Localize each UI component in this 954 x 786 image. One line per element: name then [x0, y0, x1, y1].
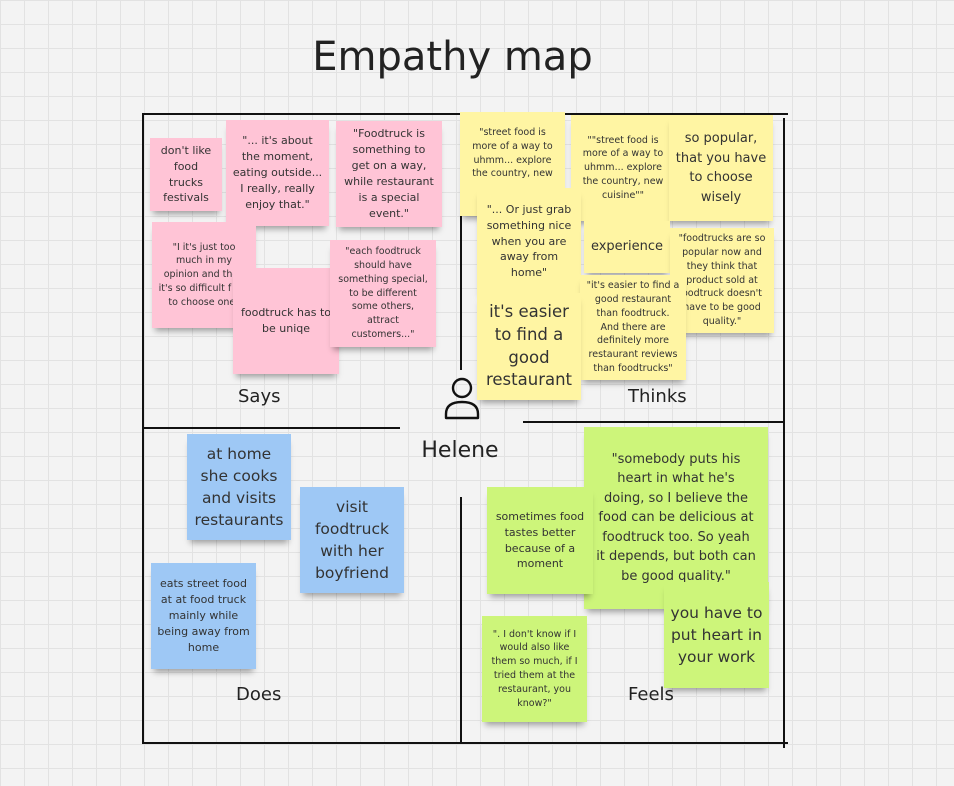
sticky-note-text: "... it's about the moment, eating outsi… [232, 134, 323, 211]
sticky-note-thinks[interactable]: ""street food is more of a way to uhmm..… [571, 115, 675, 221]
quadrant-label-thinks: Thinks [628, 386, 687, 407]
divider-horizontal-left [142, 427, 400, 429]
sticky-note-text: ""street food is more of a way to uhmm..… [582, 134, 664, 201]
quadrant-label-says: Says [238, 386, 281, 407]
sticky-note-text: foodtruck has to be uniqe [240, 306, 332, 335]
sticky-note-thinks[interactable]: "it's easier to find a good restaurant t… [580, 275, 686, 380]
sticky-note-text: visit foodtruck with her boyfriend [314, 498, 390, 582]
sticky-note-text: "somebody puts his heart in what he's do… [596, 451, 756, 584]
sticky-note-text: don't like food trucks festivals [160, 143, 212, 205]
sticky-note-thinks[interactable]: "... Or just grab something nice when yo… [477, 188, 581, 295]
sticky-note-says[interactable]: "each foodtruck should have something sp… [330, 240, 436, 347]
quadrant-label-does: Does [236, 684, 282, 705]
persona-name: Helene [421, 438, 499, 463]
sticky-note-thinks[interactable]: so popular, that you have to choose wise… [669, 115, 773, 221]
sticky-note-text: you have to put heart in your work [670, 604, 763, 666]
sticky-note-feels[interactable]: ". I don't know if I would also like the… [482, 616, 587, 722]
frame-bottom-line [142, 742, 788, 744]
sticky-note-text: "street food is more of a way to uhmm...… [472, 127, 553, 180]
sticky-note-feels[interactable]: you have to put heart in your work [664, 582, 769, 688]
sticky-note-does[interactable]: at home she cooks and visits restaurants [187, 434, 291, 540]
sticky-note-thinks[interactable]: "foodtrucks are so popular now and they … [670, 228, 774, 333]
sticky-note-does[interactable]: eats street food at at food truck mainly… [151, 563, 256, 669]
sticky-note-text: "... Or just grab something nice when yo… [486, 202, 572, 280]
person-icon [444, 377, 480, 420]
divider-horizontal-right [523, 421, 783, 423]
sticky-note-text: "it's easier to find a good restaurant t… [586, 280, 680, 374]
sticky-note-says[interactable]: don't like food trucks festivals [150, 138, 222, 211]
sticky-note-text: "foodtrucks are so popular now and they … [678, 233, 766, 327]
sticky-note-says[interactable]: "... it's about the moment, eating outsi… [226, 120, 329, 226]
sticky-note-thinks[interactable]: it's easier to find a good restaurant [477, 293, 581, 400]
sticky-note-text: "I it's just too much in my opinion and … [158, 241, 250, 308]
sticky-note-text: experience [590, 239, 664, 255]
sticky-note-says[interactable]: "Foodtruck is something to get on a way,… [336, 121, 442, 227]
divider-vertical-bottom [460, 497, 462, 742]
sticky-note-text: it's easier to find a good restaurant [485, 301, 573, 390]
sticky-note-says[interactable]: foodtruck has to be uniqe [233, 268, 339, 374]
frame-right-line [783, 118, 785, 748]
sticky-note-text: sometimes food tastes better because of … [495, 509, 585, 571]
board-title: Empathy map [312, 34, 593, 80]
sticky-note-text: so popular, that you have to choose wise… [675, 131, 767, 205]
sticky-note-text: at home she cooks and visits restaurants [194, 445, 284, 529]
sticky-note-does[interactable]: visit foodtruck with her boyfriend [300, 487, 404, 593]
divider-vertical-top [460, 118, 462, 370]
sticky-note-text: "Foodtruck is something to get on a way,… [344, 127, 434, 220]
sticky-note-text: "each foodtruck should have something sp… [338, 246, 428, 340]
quadrant-label-feels: Feels [628, 684, 674, 705]
sticky-note-text: ". I don't know if I would also like the… [491, 628, 578, 709]
sticky-note-thinks[interactable]: experience [584, 221, 670, 273]
sticky-note-feels[interactable]: sometimes food tastes better because of … [487, 487, 593, 594]
sticky-note-feels[interactable]: "somebody puts his heart in what he's do… [584, 427, 768, 609]
sticky-note-text: eats street food at at food truck mainly… [157, 577, 250, 654]
